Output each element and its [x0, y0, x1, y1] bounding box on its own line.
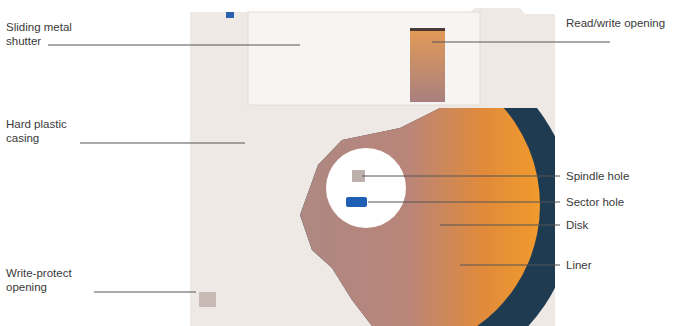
part-label: Hard plastic casing: [6, 117, 96, 145]
write-protect-opening: [199, 292, 216, 307]
part-label: Read/write opening: [566, 16, 666, 30]
leader-line: [80, 143, 245, 144]
casing-notch: [226, 12, 234, 18]
part-label: Spindle hole: [566, 169, 671, 183]
opening-edge: [410, 28, 445, 31]
part-label: Liner: [566, 258, 671, 272]
leader-line: [362, 176, 560, 177]
leader-line: [460, 265, 560, 266]
leader-line: [94, 292, 196, 293]
metal-shutter: [248, 12, 480, 105]
leader-line: [48, 45, 300, 46]
sector-hole: [346, 197, 367, 207]
read-write-opening: [410, 28, 445, 102]
part-label: Sliding metal shutter: [6, 20, 106, 48]
leader-line: [440, 225, 560, 226]
leader-lines: [48, 42, 610, 292]
leader-line: [368, 202, 560, 203]
leader-line: [432, 42, 610, 43]
part-label: Disk: [566, 218, 671, 232]
part-label: Sector hole: [566, 195, 671, 209]
disk-hub: [326, 148, 406, 228]
part-label: Write-protect opening: [6, 266, 106, 294]
